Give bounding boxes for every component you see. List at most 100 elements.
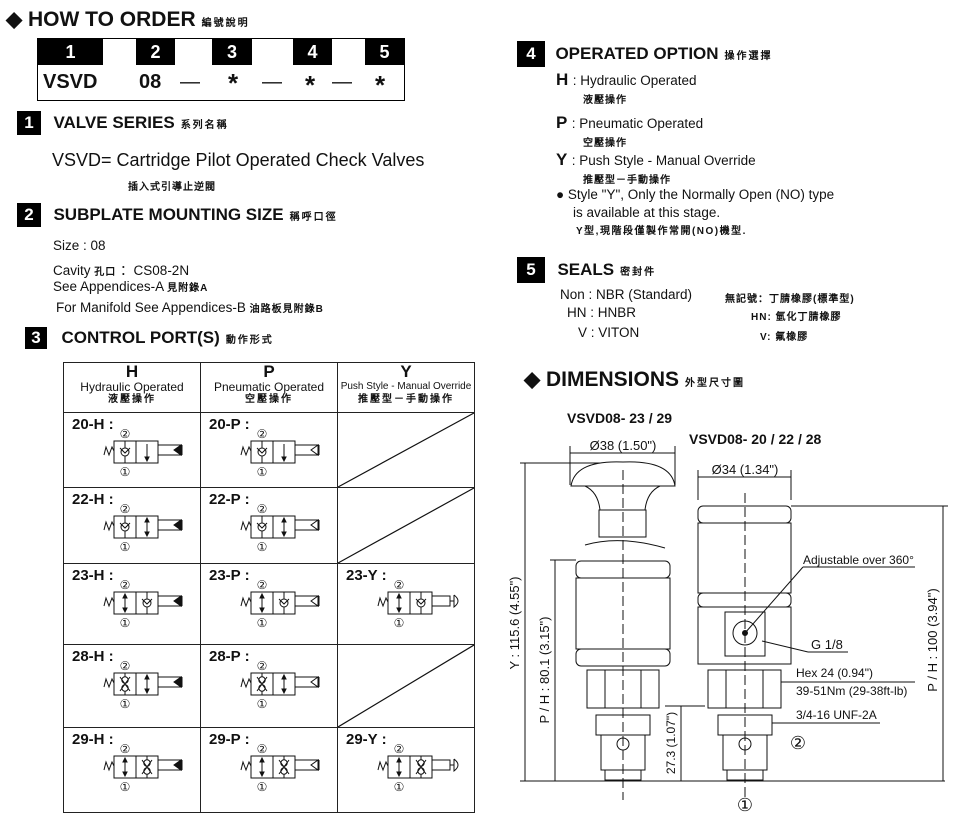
style-y-note-cjk: Y型,現階段僅製作常開(NO)機型.	[576, 226, 747, 237]
control-port-code: 20-H :	[72, 416, 114, 433]
control-port-cell: ② ① 23-P :	[200, 563, 338, 645]
diamond-icon: ◆	[6, 8, 23, 31]
style-y-note: ● Style "Y", Only the Normally Open (NO)…	[556, 187, 835, 202]
seal-hnbr: HN : HNBR	[567, 305, 637, 320]
port-2-label: ②	[257, 578, 268, 592]
control-port-code: 29-P :	[209, 731, 250, 748]
port-1-label: ①	[120, 465, 131, 479]
style-y-note-2: is available at this stage.	[573, 205, 721, 220]
control-port-code: 20-P :	[209, 416, 250, 433]
control-port-cell: ② ① 22-H :	[63, 487, 201, 564]
valve-series-cjk: 插入式引導止逆閥	[128, 182, 216, 193]
hex-label: Hex 24 (0.94")	[796, 666, 873, 680]
valve-series-text: VSVD= Cartridge Pilot Operated Check Val…	[52, 150, 425, 170]
control-port-code: 23-Y :	[346, 567, 387, 584]
cavity-text: Cavity 孔口 ：CS08-2N	[53, 263, 190, 278]
port-2-label: ②	[790, 733, 806, 753]
port-2-label: ②	[120, 742, 131, 756]
port-1-label: ①	[120, 697, 131, 711]
valve-symbol-icon: ② ①	[103, 742, 183, 794]
model-right-label: VSVD08- 20 / 22 / 28	[689, 431, 822, 447]
option-cjk: 空壓操作	[583, 138, 627, 149]
appendix-a-text: See Appendices-A 見附錄A	[53, 279, 209, 294]
port-size-label: G 1/8	[811, 637, 843, 652]
seal-nbr-cjk: 無記號：丁腈橡膠(標準型)	[725, 294, 855, 305]
control-port-code: 22-H :	[72, 491, 114, 508]
control-port-cell: ② ① 23-Y :	[337, 563, 475, 645]
position-2: 2	[136, 39, 175, 65]
port-1-label: ①	[394, 780, 405, 794]
control-port-code: 29-H :	[72, 731, 114, 748]
valve-symbol-icon: ② ①	[240, 659, 320, 711]
position-3: 3	[212, 39, 252, 65]
position-4: 4	[293, 39, 332, 65]
section-title: VALVE SERIES	[53, 113, 175, 132]
code-seal: *	[375, 70, 386, 100]
control-port-code: 22-P :	[209, 491, 250, 508]
valve-right-drawing: Ø34 (1.34")	[697, 462, 792, 800]
port-2-label: ②	[394, 742, 405, 756]
valve-left-drawing: Ø38 (1.50")	[569, 438, 676, 800]
port-1-label: ①	[257, 616, 268, 630]
section-number: 1	[17, 111, 41, 135]
option-cjk: 推壓型－手動操作	[583, 175, 671, 186]
control-port-cell: ② ① 29-P :	[200, 727, 338, 813]
code-dash: —	[262, 71, 282, 93]
port-1-label: ①	[394, 616, 405, 630]
port-1-label: ①	[257, 780, 268, 794]
order-code-box: 1 2 3 4 5 VSVD 08 — * — * — *	[37, 38, 405, 101]
valve-symbol-icon: ② ①	[103, 578, 183, 630]
port-2-label: ②	[394, 578, 405, 592]
control-port-cell: ② ① 29-Y :	[337, 727, 475, 813]
port-2-label: ②	[120, 659, 131, 673]
valve-symbol-icon: ② ①	[240, 427, 320, 479]
diameter-right: Ø34 (1.34")	[712, 462, 779, 477]
control-port-cell: ② ① 29-H :	[63, 727, 201, 813]
port-1-label: ①	[257, 697, 268, 711]
position-5: 5	[365, 39, 404, 65]
port-1-label: ①	[120, 616, 131, 630]
port-2-label: ②	[120, 427, 131, 441]
port-2-label: ②	[257, 502, 268, 516]
code-series: VSVD	[43, 71, 98, 93]
size-text: Size : 08	[53, 238, 106, 253]
port-1-label: ①	[120, 540, 131, 554]
code-dash: —	[332, 71, 352, 93]
control-port-code: 29-Y :	[346, 731, 387, 748]
model-left-label: VSVD08- 23 / 29	[567, 410, 672, 426]
code-size: 08	[139, 71, 162, 93]
position-1: 1	[38, 39, 103, 65]
control-port-code: 28-P :	[209, 648, 250, 665]
valve-symbol-icon: ② ①	[240, 502, 320, 554]
option-cjk: 液壓操作	[583, 95, 627, 106]
valve-symbol-icon: ② ①	[103, 427, 183, 479]
valve-symbol-icon: ② ①	[377, 578, 459, 630]
dimension-y-length: Y : 115.6 (4.55")	[507, 576, 522, 669]
port-1-label: ①	[120, 780, 131, 794]
seal-nbr: Non : NBR (Standard)	[560, 287, 693, 302]
port-2-label: ②	[257, 659, 268, 673]
code-option: *	[305, 70, 316, 100]
diamond-icon: ◆	[524, 368, 541, 391]
valve-symbol-icon: ② ①	[240, 742, 320, 794]
seal-viton: V : VITON	[578, 325, 640, 340]
control-port-code: 23-P :	[209, 567, 250, 584]
port-1-label: ①	[257, 465, 268, 479]
section-control-ports: 3 CONTROL PORT(S)動作形式	[25, 327, 274, 349]
port-2-label: ②	[120, 502, 131, 516]
port-1-label: ①	[737, 795, 753, 815]
control-port-cell: ② ① 20-H :	[63, 412, 201, 488]
dimension-ph-right: P / H : 100 (3.94")	[925, 588, 940, 691]
seal-hnbr-cjk: HN: 氫化丁腈橡膠	[751, 312, 842, 323]
adjustable-label: Adjustable over 360°	[803, 553, 914, 567]
valve-symbol-icon: ② ①	[240, 578, 320, 630]
control-port-code: 28-H :	[72, 648, 114, 665]
control-port-row: ② ① 23-H : ② ① 23-P : ② ① 23-Y :	[63, 563, 475, 645]
